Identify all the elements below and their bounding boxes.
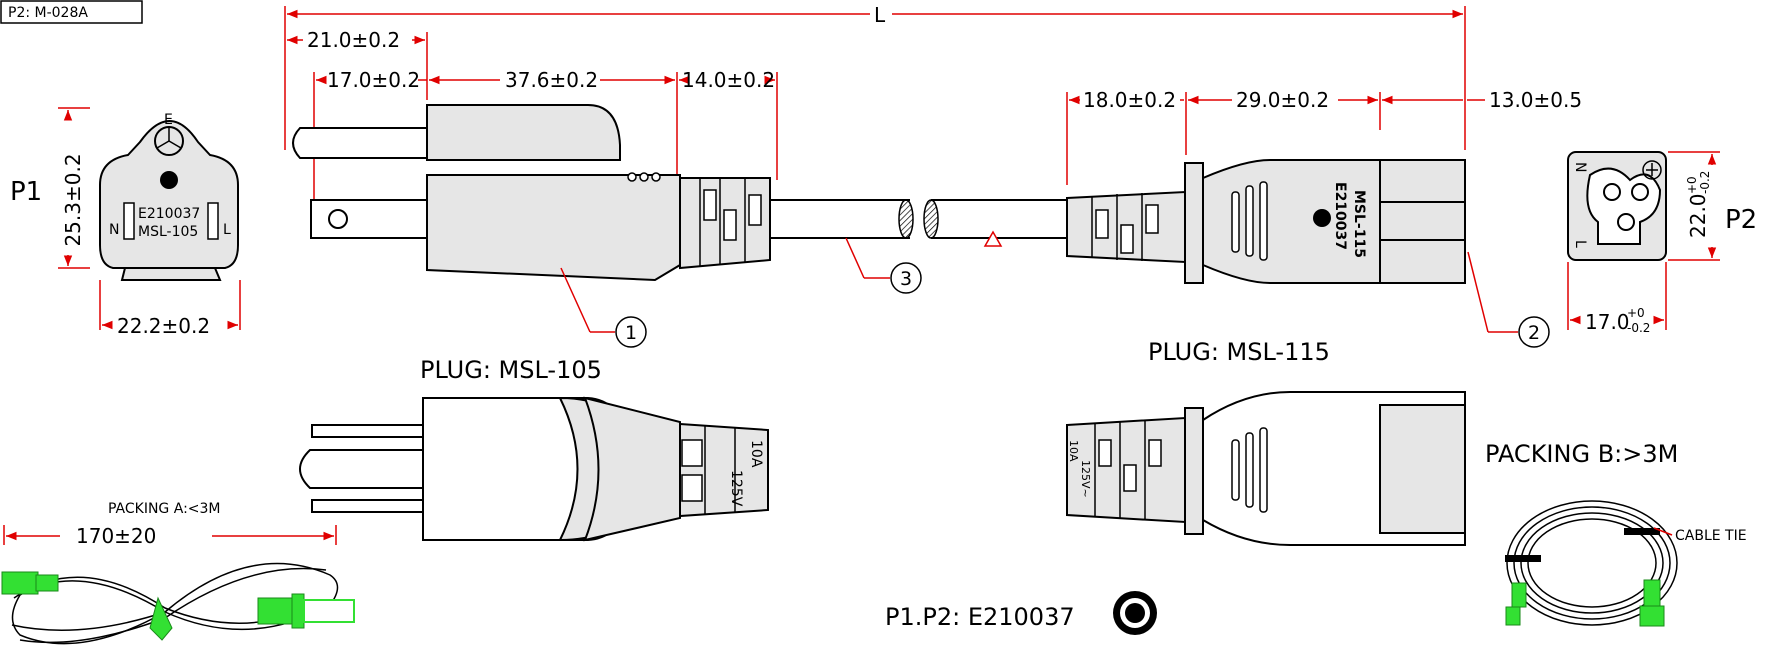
dim-37-6: 37.6±0.2 bbox=[505, 68, 598, 92]
cable-tie-leader bbox=[1653, 527, 1673, 536]
warning-icon bbox=[983, 230, 1003, 247]
p1-cable bbox=[770, 199, 914, 239]
p1-label: P1 bbox=[10, 177, 42, 207]
p1-width-dim: 22.2±0.2 bbox=[117, 314, 210, 338]
p2-height-value: 22.0 bbox=[1686, 193, 1710, 238]
callout-3: 3 bbox=[890, 262, 922, 294]
p1-dimension-lines bbox=[287, 32, 778, 205]
p2-cable bbox=[923, 199, 1067, 239]
p1-earth-label: E bbox=[164, 112, 173, 128]
csa-mark-icon bbox=[1313, 209, 1331, 227]
p2-face-dimensions bbox=[1567, 151, 1720, 330]
p2-width-tol-plus: +0 bbox=[1627, 306, 1645, 320]
p2-plug-side-view bbox=[1066, 159, 1466, 284]
approval-text: P1.P2: E210037 bbox=[885, 603, 1075, 631]
coiled-cable-b bbox=[1506, 500, 1678, 626]
p2-width-tol-minus: -0.2 bbox=[1627, 321, 1650, 335]
p2-height-dim: 22.0 +0 -0.2 bbox=[1685, 171, 1712, 238]
p1-top-ground-pin bbox=[299, 449, 428, 489]
callout-2: 2 bbox=[1518, 316, 1550, 348]
p1-face-dimensions bbox=[58, 107, 241, 330]
packing-a-p2-plug bbox=[257, 597, 293, 625]
packing-a-length: 170±20 bbox=[76, 524, 156, 548]
cable-tie-left bbox=[1505, 555, 1541, 562]
p2-height-tol-minus: -0.2 bbox=[1698, 171, 1712, 194]
callout-leaders bbox=[560, 237, 1518, 333]
p1-line-label: L bbox=[223, 222, 231, 238]
packing-a-p1-plug bbox=[1, 571, 39, 595]
callout-1-number: 1 bbox=[625, 322, 637, 344]
packing-b-label: PACKING B:>3M bbox=[1485, 440, 1678, 468]
p1-height-dim: 25.3±0.2 bbox=[61, 153, 85, 246]
p1-plug-title: PLUG: MSL-105 bbox=[420, 356, 602, 384]
p2-height-tol-plus: +0 bbox=[1685, 176, 1699, 194]
packing-b-p1-plug bbox=[1511, 582, 1527, 608]
p1-neutral-blade bbox=[123, 202, 135, 240]
dim-29: 29.0±0.2 bbox=[1236, 88, 1329, 112]
packing-a-tie bbox=[149, 596, 173, 641]
p1-rating-amp: 10A bbox=[748, 440, 764, 468]
p2-rating-volt: 125V~ bbox=[1079, 460, 1092, 498]
callout-1: 1 bbox=[615, 316, 647, 348]
csa-logo-icon bbox=[1113, 591, 1157, 635]
packing-b: PACKING B:>3M CABLE TIE bbox=[1485, 440, 1747, 627]
p2-face-neutral: N bbox=[1572, 162, 1588, 172]
p2-rating-amp: 10A bbox=[1067, 440, 1080, 462]
p1-top-blade-upper bbox=[311, 424, 428, 438]
packing-a-label: PACKING A:<3M bbox=[108, 501, 221, 517]
overall-length-dimension bbox=[284, 6, 1466, 150]
packing-b-p2-plug bbox=[1643, 579, 1661, 607]
dim-21: 21.0±0.2 bbox=[307, 28, 400, 52]
p1-face-view: P1 E N L E210037 MSL-105 bbox=[10, 112, 239, 281]
p2-face-view: N L bbox=[1567, 151, 1667, 261]
packing-a-dimension bbox=[3, 525, 337, 545]
p2-width-value: 17.0 bbox=[1585, 310, 1630, 334]
dim-18: 18.0±0.2 bbox=[1083, 88, 1176, 112]
cable-tie-right bbox=[1624, 528, 1660, 535]
callout-2-number: 2 bbox=[1528, 322, 1540, 344]
cable-tie-label: CABLE TIE bbox=[1675, 528, 1747, 544]
earth-icon bbox=[1642, 160, 1662, 180]
csa-mark-icon bbox=[160, 171, 178, 189]
p1-plug-side-view bbox=[292, 104, 771, 282]
p1-ground-pin bbox=[292, 127, 429, 159]
p2-dimension-lines bbox=[1066, 92, 1485, 185]
dim-14: 14.0±0.2 bbox=[682, 68, 775, 92]
p2-side-model: MSL-115 bbox=[1351, 190, 1367, 258]
packing-a: PACKING A:<3M 170±20 bbox=[1, 501, 355, 645]
p1-line-blade bbox=[207, 202, 219, 240]
callout-3-number: 3 bbox=[900, 268, 912, 290]
dim-13: 13.0±0.5 bbox=[1489, 88, 1582, 112]
p2-label: P2 bbox=[1725, 205, 1757, 235]
p1-top-blade-lower bbox=[311, 499, 428, 513]
p1-face-model: MSL-105 bbox=[138, 224, 198, 240]
packing-a-plugs bbox=[1, 571, 355, 641]
p2-face-line: L bbox=[1572, 240, 1588, 248]
overall-length-label: L bbox=[874, 3, 886, 27]
p2-plug-top-view bbox=[1066, 391, 1466, 546]
p2-side-cert: E210037 bbox=[1332, 182, 1348, 250]
title-block: P2: M-028A bbox=[0, 0, 143, 24]
part-code: P2: M-028A bbox=[8, 5, 88, 21]
p1-plug-top-view bbox=[299, 396, 769, 542]
p1-rating-volt: 125V bbox=[728, 470, 744, 507]
p1-face-cert: E210037 bbox=[138, 206, 200, 222]
dim-17: 17.0±0.2 bbox=[327, 68, 420, 92]
p2-width-dim: 17.0 +0 -0.2 bbox=[1585, 306, 1650, 335]
packing-b-plugs bbox=[1505, 579, 1665, 627]
p1-neutral-label: N bbox=[109, 222, 119, 238]
p2-plug-title: PLUG: MSL-115 bbox=[1148, 338, 1330, 366]
